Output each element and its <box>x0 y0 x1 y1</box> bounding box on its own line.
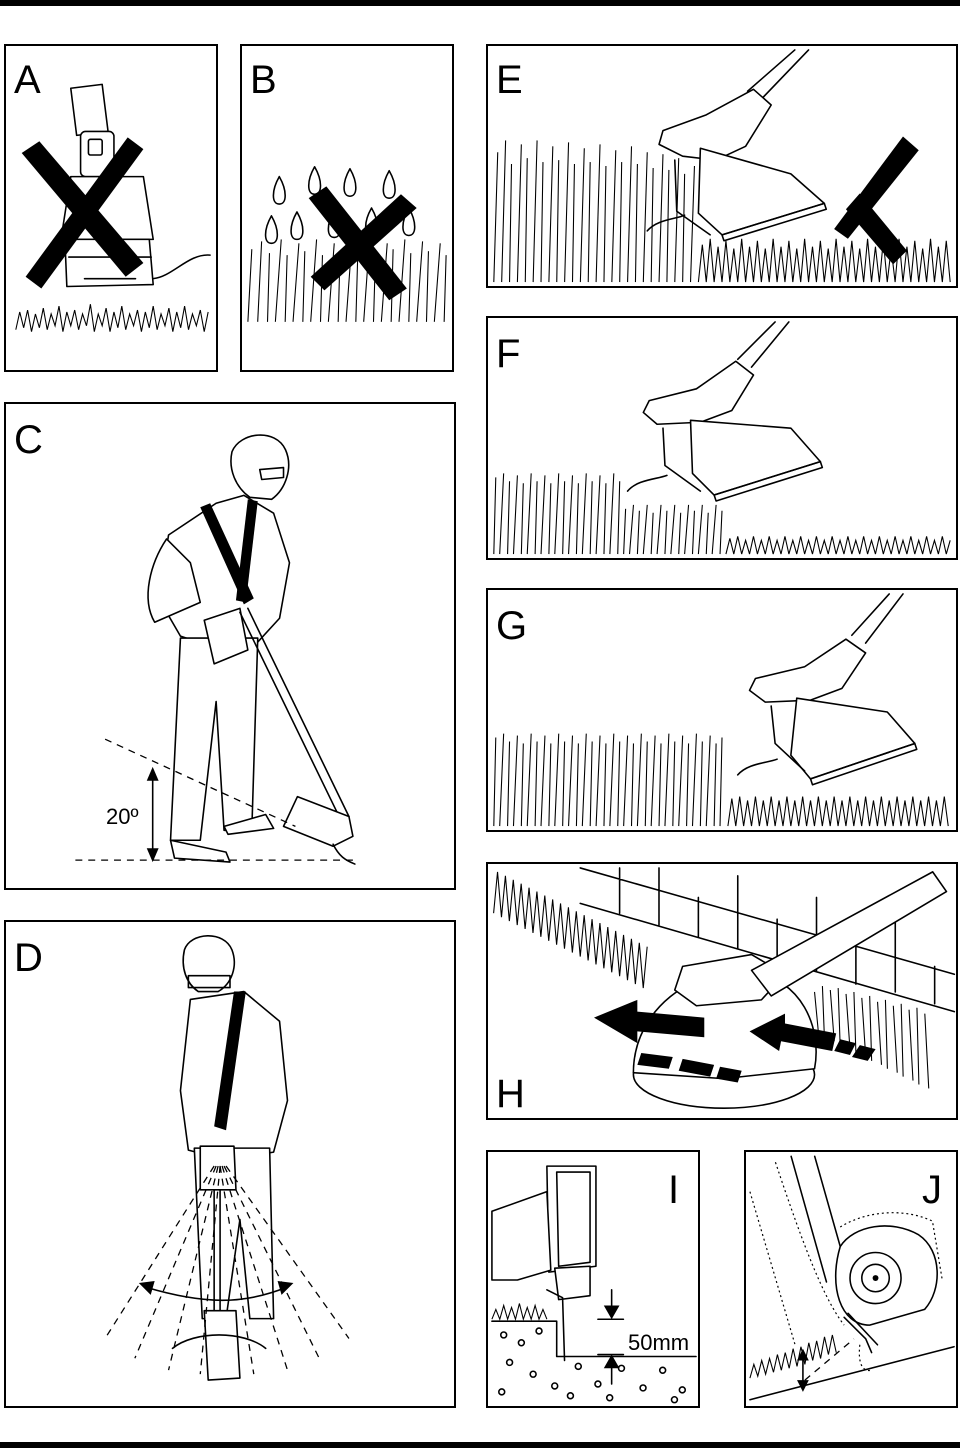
panel-f: F <box>486 316 958 560</box>
panel-label: H <box>496 1072 525 1116</box>
bottom-rule <box>0 1442 960 1448</box>
panel-h: H <box>486 862 958 1120</box>
clearance-measurement-label: 50mm <box>628 1330 690 1355</box>
wet-grass-prohibited-illustration <box>247 166 447 322</box>
panel-d: D <box>4 920 456 1408</box>
operator-with-trimmer-illustration <box>75 434 356 865</box>
panel-i: I 50mm <box>486 1150 700 1408</box>
panel-label: F <box>496 332 521 376</box>
panel-label: E <box>496 58 523 102</box>
angle-label: 20º <box>106 804 139 829</box>
line-advance-tap-illustration <box>749 1155 955 1401</box>
panel-label: J <box>922 1168 942 1212</box>
head-tilted-incorrect-illustration <box>493 49 951 283</box>
panel-label: A <box>14 58 41 102</box>
panel-label: I <box>668 1168 680 1212</box>
panel-label: C <box>14 418 43 462</box>
panel-c: C 20º <box>4 402 456 890</box>
line-length-clearance-illustration <box>491 1165 697 1404</box>
panel-b: B <box>240 44 454 372</box>
panel-a: A <box>4 44 218 372</box>
top-rule <box>0 0 960 6</box>
panel-j: J <box>744 1150 958 1408</box>
trimmer-upright-prohibited-illustration <box>15 83 211 332</box>
panel-label: G <box>496 604 528 648</box>
panel-g: G <box>486 588 958 832</box>
panel-e: E <box>486 44 958 288</box>
edge-trimming-illustration <box>493 867 956 1109</box>
panel-label: B <box>250 58 277 102</box>
gradual-cutting-illustration <box>493 321 951 555</box>
sweeping-motion-illustration <box>104 935 350 1381</box>
panel-label: D <box>14 936 43 980</box>
level-cutting-illustration <box>493 593 949 827</box>
